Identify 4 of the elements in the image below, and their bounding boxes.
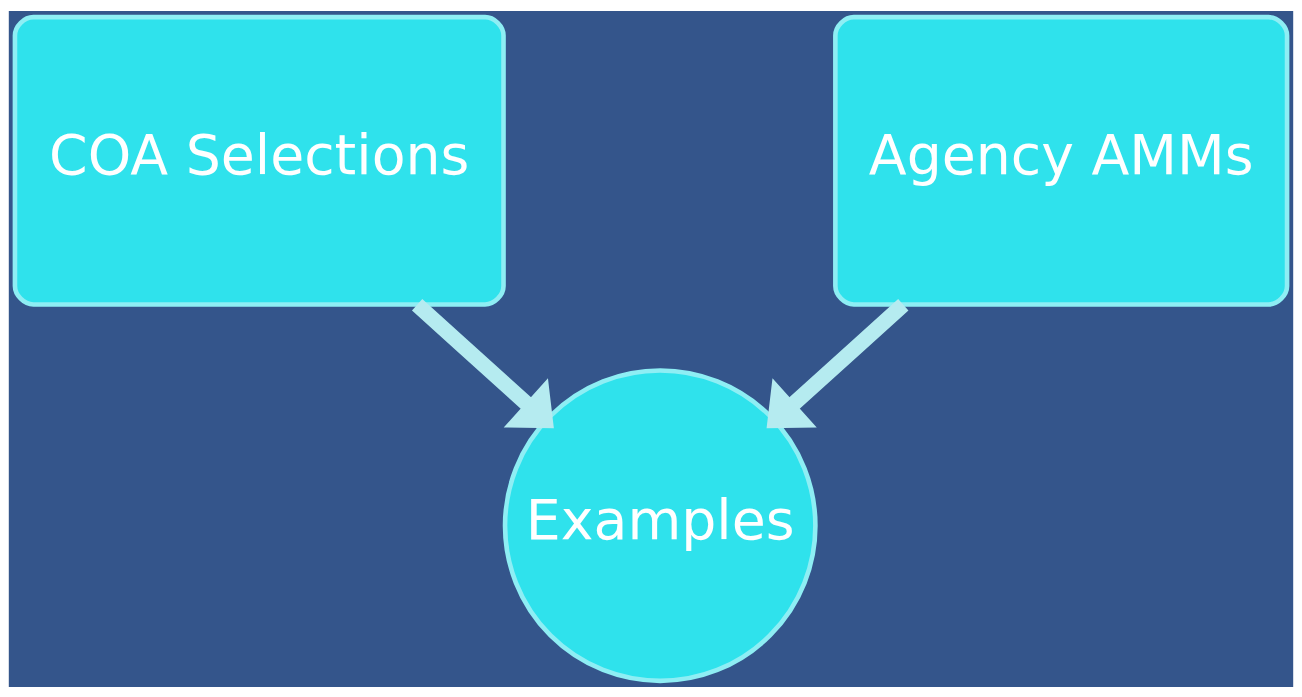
node-box: Agency AMMs — [833, 14, 1290, 307]
node-box: COA Selections — [12, 14, 506, 307]
arrow — [411, 298, 554, 428]
arrow — [766, 298, 909, 428]
